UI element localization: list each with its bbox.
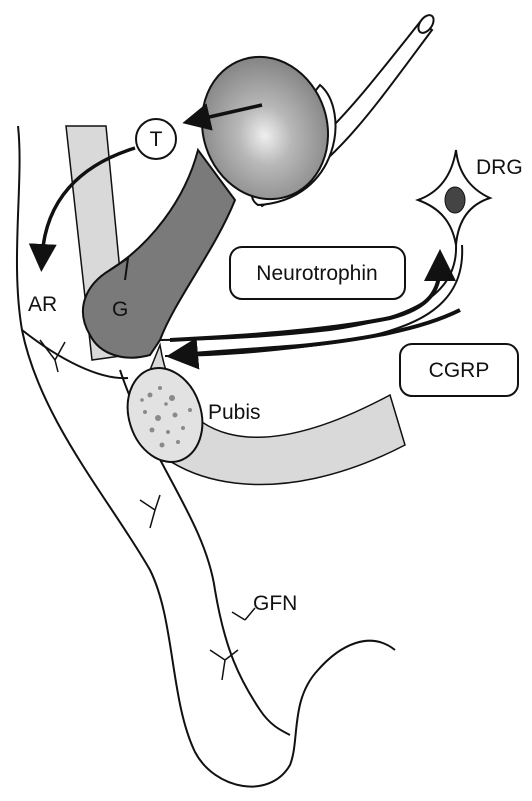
- drg-label: DRG: [476, 156, 523, 179]
- ar-label: AR: [28, 293, 57, 316]
- testosterone-label: T: [150, 128, 163, 151]
- gfn-label: GFN: [253, 592, 297, 615]
- drg-nucleus: [445, 187, 465, 213]
- neurotrophin-label: Neurotrophin: [256, 262, 377, 285]
- pubis-label: Pubis: [208, 401, 261, 424]
- gubernaculum-label: G: [112, 298, 128, 321]
- cgrp-label: CGRP: [429, 359, 490, 382]
